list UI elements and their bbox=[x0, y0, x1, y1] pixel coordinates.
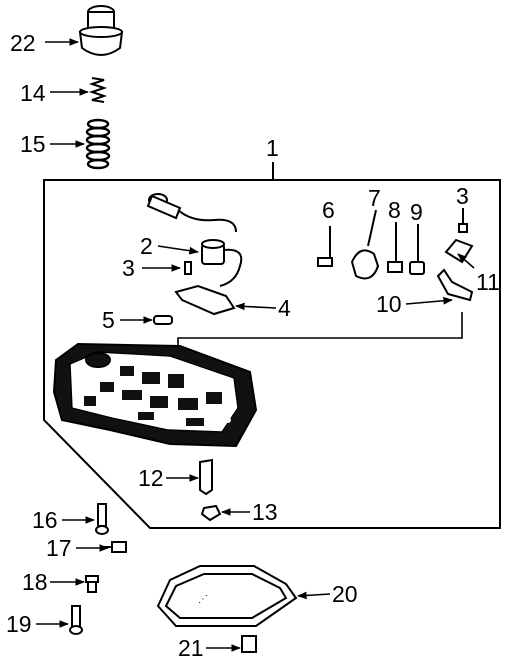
part-8-retainer bbox=[387, 222, 403, 273]
assembly-outline bbox=[43, 179, 501, 529]
part-13-clip bbox=[200, 504, 222, 522]
leader-valve-body bbox=[177, 312, 463, 352]
label-7: 7 bbox=[368, 185, 381, 211]
label-2: 2 bbox=[140, 233, 153, 259]
label-6: 6 bbox=[322, 197, 335, 223]
leader-20 bbox=[297, 591, 331, 600]
label-5: 5 bbox=[102, 307, 115, 333]
leader-11 bbox=[457, 253, 475, 269]
label-3-right: 3 bbox=[456, 183, 469, 209]
label-13: 13 bbox=[252, 499, 278, 525]
label-11: 11 bbox=[476, 269, 500, 295]
label-20: 20 bbox=[332, 581, 358, 607]
label-22: 22 bbox=[10, 30, 36, 56]
valve-body bbox=[52, 342, 258, 448]
part-3-bolt-right bbox=[458, 208, 468, 233]
label-17: 17 bbox=[46, 535, 72, 561]
label-10: 10 bbox=[376, 291, 402, 317]
part-21-plug bbox=[241, 635, 257, 653]
part-9-clip bbox=[409, 224, 425, 275]
part-10-spring-plate bbox=[436, 268, 474, 302]
part-2-solenoid bbox=[201, 239, 243, 287]
leader-10 bbox=[405, 296, 453, 305]
part-22-accumulator bbox=[78, 5, 124, 56]
label-21: 21 bbox=[178, 635, 204, 661]
part-3-pin-left bbox=[184, 261, 192, 275]
part-17-bolt bbox=[104, 541, 127, 553]
label-18: 18 bbox=[22, 569, 48, 595]
solenoid-connector bbox=[146, 193, 237, 233]
label-19: 19 bbox=[6, 611, 32, 637]
part-4-bracket bbox=[174, 284, 236, 316]
label-14: 14 bbox=[20, 80, 46, 106]
part-20-filter: ⋰ bbox=[156, 565, 298, 627]
part-6-pin bbox=[317, 226, 333, 267]
part-19-bolt bbox=[69, 605, 83, 635]
label-3-left: 3 bbox=[122, 255, 135, 281]
part-15-spring bbox=[85, 118, 111, 170]
leader-2 bbox=[157, 245, 199, 255]
part-7-detent-plate bbox=[350, 209, 380, 280]
label-1: 1 bbox=[266, 135, 279, 161]
part-16-bolt bbox=[95, 503, 109, 535]
part-18-bolt bbox=[85, 575, 99, 593]
leader-4 bbox=[235, 302, 277, 311]
part-5-bolt bbox=[153, 315, 173, 325]
part-14-spring bbox=[88, 77, 108, 103]
part-11-bracket bbox=[444, 238, 474, 264]
svg-text:⋰: ⋰ bbox=[198, 594, 208, 605]
label-4: 4 bbox=[278, 295, 291, 321]
label-8: 8 bbox=[388, 197, 401, 223]
label-15: 15 bbox=[20, 131, 46, 157]
part-12-lever bbox=[199, 458, 213, 496]
label-12: 12 bbox=[138, 465, 164, 491]
label-16: 16 bbox=[32, 507, 58, 533]
label-9: 9 bbox=[410, 199, 423, 225]
